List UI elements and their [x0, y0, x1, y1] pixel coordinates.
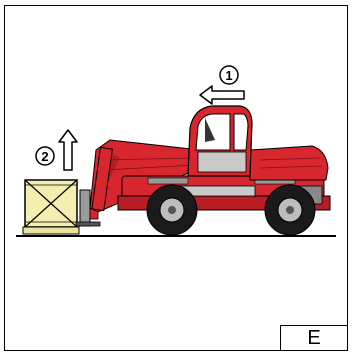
- operator-cab: [188, 106, 252, 176]
- arrow-left-icon: [200, 86, 244, 104]
- rear-wheel: [265, 185, 315, 235]
- step-marker-1-text: 1: [225, 68, 232, 83]
- step-marker-2-text: 2: [41, 149, 48, 164]
- pallet-crate-icon: [23, 180, 79, 234]
- front-wheel: [147, 185, 197, 235]
- step-marker-1: 1: [220, 66, 238, 84]
- arrow-up-icon: [59, 130, 77, 170]
- rear-body: [250, 146, 328, 180]
- step-marker-2: 2: [36, 147, 54, 165]
- corner-label: E: [280, 325, 348, 351]
